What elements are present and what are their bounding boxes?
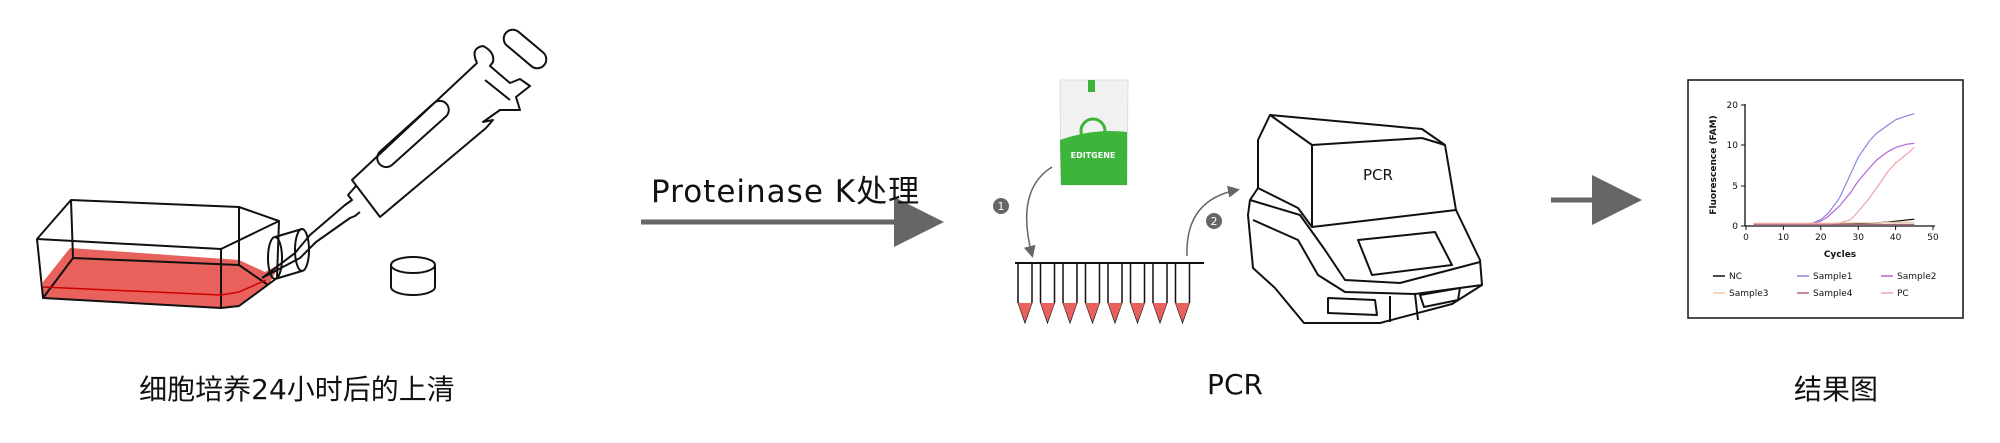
caption-result: 结果图 [1793, 373, 1879, 406]
badge-2-text: 2 [1211, 215, 1218, 228]
y-axis-label: Fluorescence (FAM) [1709, 115, 1719, 214]
tube-liquid [1040, 303, 1055, 322]
machine-label: PCR [1363, 166, 1393, 184]
y-tick-label: 0 [1732, 222, 1738, 232]
proteinase-k-label: Proteinase K处理 [651, 174, 921, 210]
tube-liquid [1153, 303, 1167, 322]
chart-frame [1687, 79, 1964, 319]
tube-liquid [1108, 303, 1122, 322]
badge-2 [1206, 213, 1222, 229]
x-tick-label: 50 [1927, 233, 1939, 243]
x-tick-label: 10 [1778, 233, 1790, 243]
bag-brand: EDITGENE [1071, 151, 1116, 160]
tube-liquid [1063, 303, 1077, 322]
x-tick-label: 0 [1743, 233, 1749, 243]
pcr-tube-strip-icon [1015, 262, 1204, 325]
curved-arrow-1 [1023, 166, 1053, 258]
tube-liquid [1130, 303, 1145, 322]
reagent-bag-icon: EDITGENE [1059, 79, 1129, 186]
x-tick-label: 40 [1890, 233, 1902, 243]
tube-liquid [1175, 303, 1190, 322]
badge-1-text: 1 [998, 200, 1005, 213]
legend-label: Sample1 [1813, 272, 1852, 282]
legend-label: Sample3 [1729, 289, 1768, 299]
pipette-icon [261, 28, 548, 279]
caption-supernatant: 细胞培养24小时后的上清 [139, 373, 455, 406]
pcr-machine-icon: PCR [1247, 114, 1483, 324]
tube-liquid [1085, 303, 1100, 322]
tube-liquid [1018, 303, 1032, 322]
caption-pcr: PCR [1207, 368, 1263, 401]
x-tick-label: 20 [1815, 233, 1827, 243]
x-axis-label: Cycles [1824, 250, 1856, 260]
legend-label: PC [1897, 289, 1909, 299]
curved-arrow-2 [1186, 185, 1240, 257]
legend-label: Sample2 [1897, 272, 1936, 282]
badge-1 [993, 198, 1009, 214]
culture-flask-icon [36, 199, 310, 309]
legend-label: Sample4 [1813, 289, 1853, 299]
y-tick-label: 5 [1732, 182, 1738, 192]
legend-label: NC [1729, 272, 1742, 282]
x-tick-label: 30 [1852, 233, 1864, 243]
flask-cap-icon [390, 256, 436, 296]
series-line-pc [1753, 147, 1915, 225]
y-tick-label: 20 [1727, 101, 1739, 111]
y-tick-label: 10 [1727, 141, 1739, 151]
